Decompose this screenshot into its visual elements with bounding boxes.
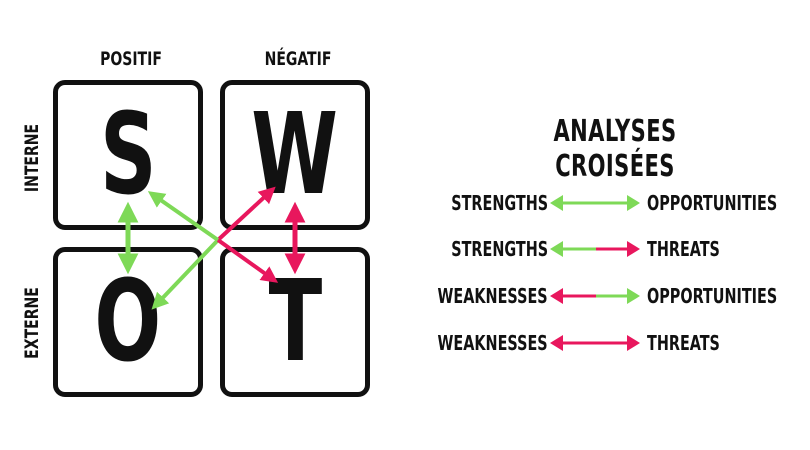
combination-arrow — [550, 335, 640, 351]
quadrant-opportunities: O — [53, 247, 203, 397]
combination-right-label: THREATS — [647, 237, 720, 261]
quadrant-letter-o: O — [94, 257, 162, 387]
combination-right-label: OPPORTUNITIES — [647, 191, 778, 215]
arrow-s-t-pink — [216, 238, 279, 283]
cross-analysis-title: ANALYSES CROISÉES — [553, 114, 677, 184]
arrow-o-w-green — [151, 238, 220, 310]
combination-left-label: WEAKNESSES — [437, 331, 548, 355]
combination-left-label: STRENGTHS — [451, 191, 548, 215]
combination-arrow — [550, 195, 640, 211]
combination-left-label: WEAKNESSES — [437, 284, 548, 308]
combination-right-label: OPPORTUNITIES — [647, 284, 778, 308]
combination-left-label: STRENGTHS — [451, 237, 548, 261]
combination-arrow — [550, 288, 640, 304]
quadrant-letter-s: S — [99, 90, 157, 220]
quadrant-letter-t: T — [268, 257, 322, 387]
column-header-positive: POSITIF — [100, 48, 162, 70]
arrow-s-t-green — [147, 191, 220, 242]
combination-arrow — [550, 241, 640, 257]
combination-right-label: THREATS — [647, 331, 720, 355]
arrow-o-w-pink — [216, 186, 276, 242]
column-header-negative: NÉGATIF — [264, 48, 332, 70]
